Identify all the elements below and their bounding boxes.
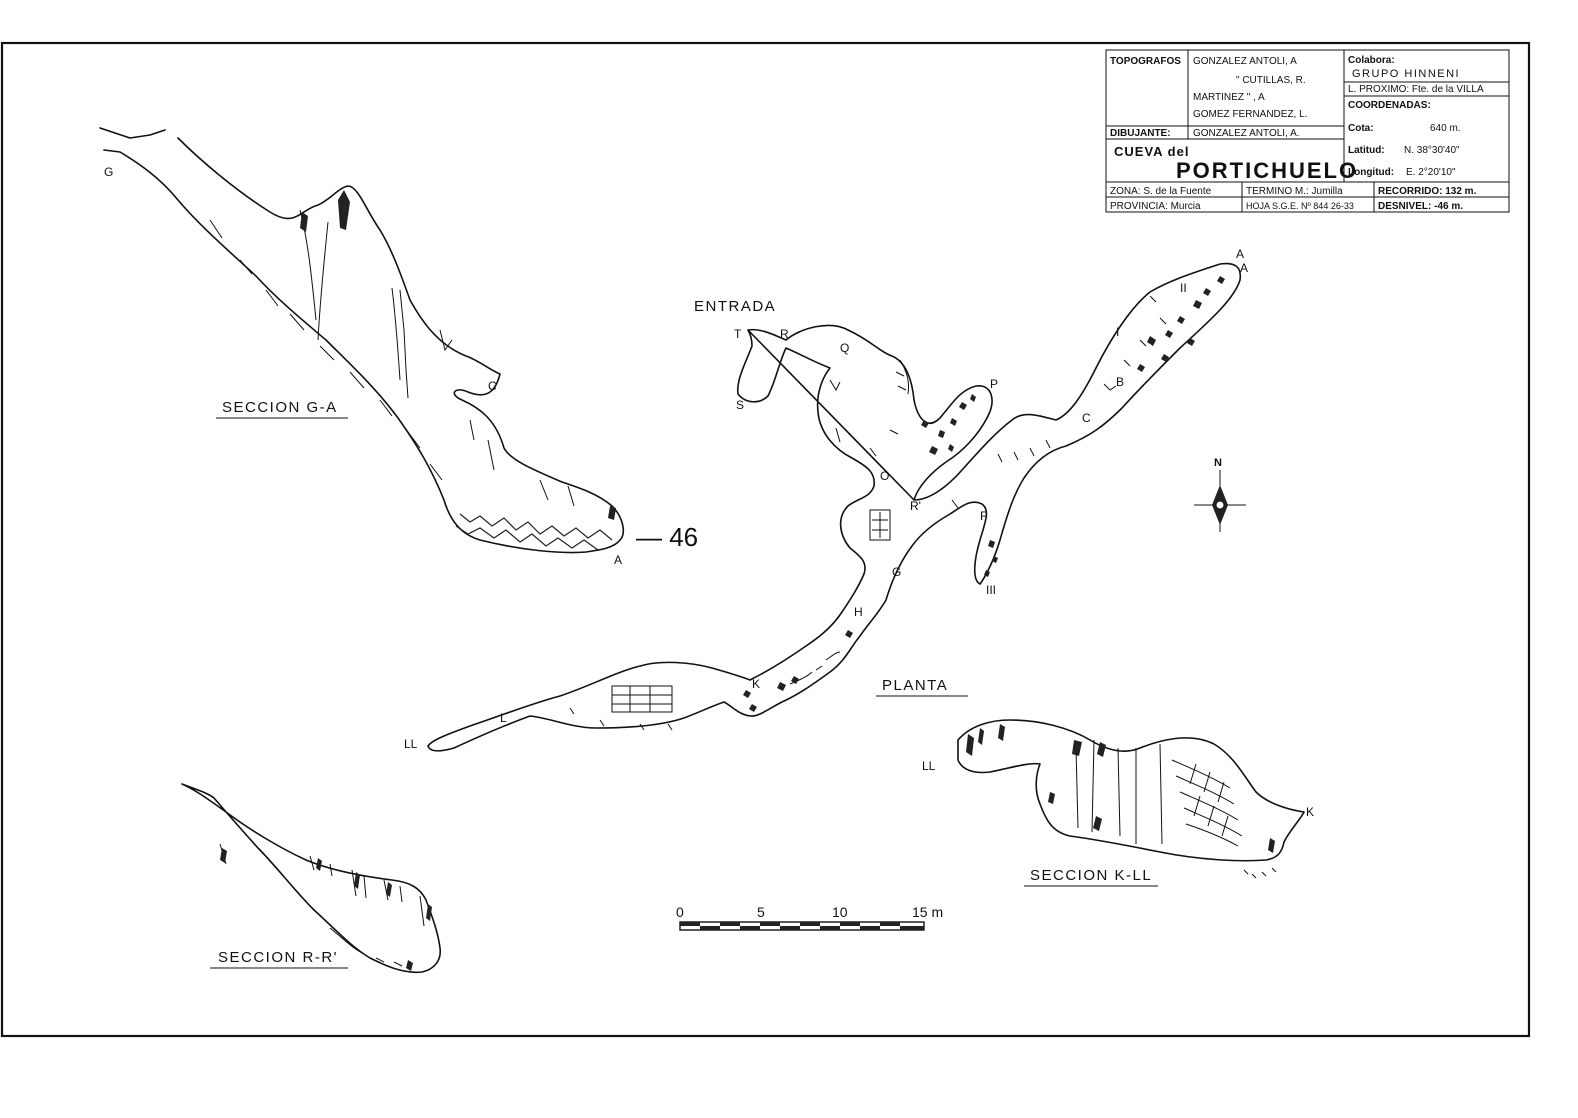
topografos-line-3: MARTINEZ " , A	[1193, 92, 1265, 103]
point-s: S	[736, 398, 744, 412]
point-b: B	[1116, 375, 1124, 389]
point-a2: A	[1240, 261, 1248, 275]
point-o: O	[880, 469, 889, 483]
topografos-line-4: GOMEZ FERNANDEZ, L.	[1193, 109, 1307, 120]
point-l: L	[500, 711, 507, 725]
point-ii: II	[1180, 281, 1187, 295]
topografos-label: TOPOGRAFOS	[1110, 56, 1181, 67]
latitud-value: N. 38°30'40"	[1404, 145, 1460, 156]
scale-tick-5: 5	[757, 904, 765, 920]
planta-drawing	[427, 262, 1242, 752]
dibujante-value: GONZALEZ ANTOLI, A.	[1193, 128, 1300, 139]
scale-tick-0: 0	[676, 904, 684, 920]
point-r: R	[780, 327, 789, 341]
sec-point-k: K	[1306, 805, 1314, 819]
seccion-kll-label: SECCION K-LL	[1030, 867, 1152, 884]
seccion-ga-drawing	[99, 127, 625, 554]
cueva-label: CUEVA del	[1114, 144, 1189, 159]
seccion-ga-label: SECCION G-A	[222, 399, 338, 416]
cota-value: 640 m.	[1430, 123, 1461, 134]
point-t: T	[734, 327, 742, 341]
entrada-label: ENTRADA	[694, 298, 776, 315]
sec-point-g: G	[104, 165, 113, 179]
point-g: G	[892, 565, 901, 579]
point-p: P	[990, 377, 998, 391]
point-ll: LL	[404, 737, 418, 751]
sec-point-ll: LL	[922, 759, 936, 773]
seccion-rr-label: SECCION R-R'	[218, 949, 338, 966]
scale-tick-10: 10	[832, 904, 848, 920]
topografos-line-1: GONZALEZ ANTOLI, A	[1193, 56, 1297, 67]
cota-label: Cota:	[1348, 123, 1374, 134]
seccion-rr-drawing	[181, 783, 442, 974]
point-h: H	[854, 605, 863, 619]
recorrido: RECORRIDO: 132 m.	[1378, 186, 1477, 197]
termino: TERMINO M.: Jumilla	[1246, 186, 1343, 197]
point-a: A	[1236, 247, 1244, 261]
point-c: C	[1082, 411, 1091, 425]
point-r2: R'	[910, 499, 921, 513]
scale-bar	[679, 921, 925, 931]
latitud-label: Latitud:	[1348, 145, 1385, 156]
seccion-kll-drawing	[957, 719, 1305, 879]
colabora-label: Colabora:	[1348, 55, 1395, 66]
depth-label: — 46	[636, 522, 698, 552]
point-f: F	[980, 509, 987, 523]
north-label: N	[1214, 457, 1222, 469]
sheet-frame	[0, 41, 1531, 1038]
hoja: HOJA S.G.E. Nº 844 26-33	[1246, 201, 1354, 211]
lugar-proximo: L. PROXIMO: Fte. de la VILLA	[1348, 84, 1484, 95]
desnivel: DESNIVEL: -46 m.	[1378, 201, 1463, 212]
scale-tick-15: 15 m	[912, 904, 943, 920]
longitud-label: Longitud:	[1348, 167, 1394, 178]
point-iii: III	[986, 583, 996, 597]
title-block: TOPOGRAFOS GONZALEZ ANTOLI, A " CUTILLAS…	[1105, 49, 1510, 213]
provincia: PROVINCIA: Murcia	[1110, 201, 1201, 212]
planta-label: PLANTA	[882, 677, 948, 694]
north-arrow-icon	[1194, 470, 1246, 532]
coordenadas-label: COORDENADAS:	[1348, 100, 1431, 111]
topografos-line-2: " CUTILLAS, R.	[1236, 75, 1306, 86]
longitud-value: E. 2°20'10"	[1406, 167, 1456, 178]
point-i: I	[1116, 325, 1119, 339]
sec-point-a: A	[614, 553, 622, 567]
point-q: Q	[840, 341, 849, 355]
colabora-value: GRUPO HINNENI	[1352, 68, 1460, 80]
dibujante-label: DIBUJANTE:	[1110, 128, 1171, 139]
zona: ZONA: S. de la Fuente	[1110, 186, 1212, 197]
cave-name: PORTICHUELO	[1176, 158, 1358, 183]
point-k: K	[752, 677, 760, 691]
sec-point-c: C	[488, 379, 497, 393]
